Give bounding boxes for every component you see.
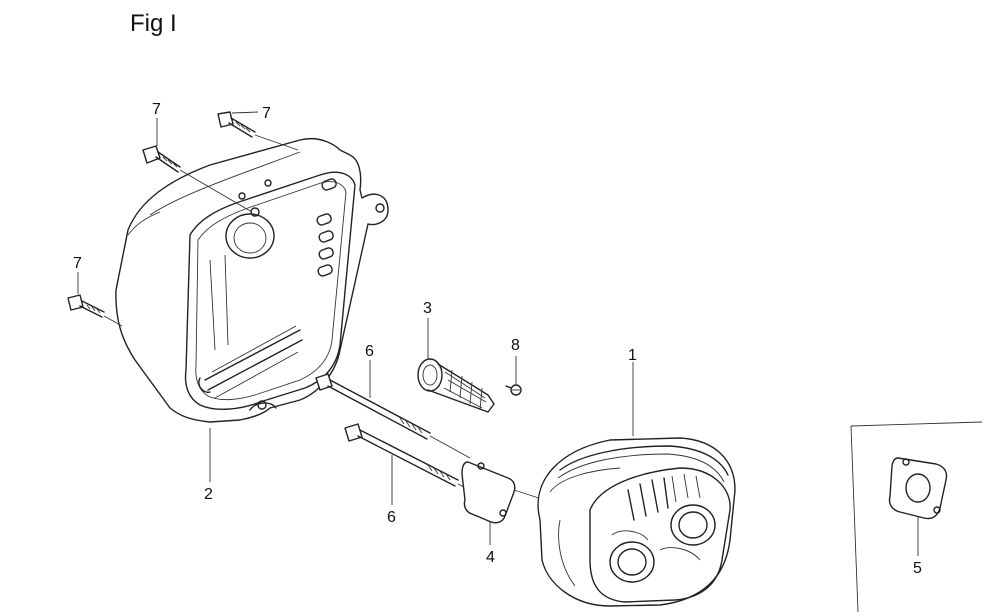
bolt-upper <box>315 360 471 459</box>
bolt-lower <box>344 423 471 505</box>
muffler-protector <box>115 138 389 423</box>
callout-gasket-inset: 5 <box>913 560 922 577</box>
screw-small <box>505 356 522 396</box>
spark-arrester <box>417 318 495 413</box>
callout-spark-arrester: 3 <box>423 300 432 317</box>
callout-screw-small: 8 <box>511 337 520 354</box>
callout-screw-top-left: 7 <box>152 101 161 118</box>
gasket <box>461 461 546 545</box>
screw-left <box>67 294 123 327</box>
callout-screw-left: 7 <box>73 255 82 272</box>
callout-bolt-upper: 6 <box>365 343 374 360</box>
callout-bolt-lower: 6 <box>387 509 396 526</box>
callout-screw-top-right: 7 <box>262 105 271 122</box>
screw-top-right <box>217 111 299 151</box>
callout-muffler: 1 <box>628 347 637 364</box>
inset-panel <box>850 421 983 613</box>
muffler <box>537 362 736 607</box>
screw-top-left <box>142 145 253 213</box>
callout-protector: 2 <box>204 486 213 503</box>
figure-title: Fig I <box>130 10 177 37</box>
callout-gasket: 4 <box>486 549 495 566</box>
